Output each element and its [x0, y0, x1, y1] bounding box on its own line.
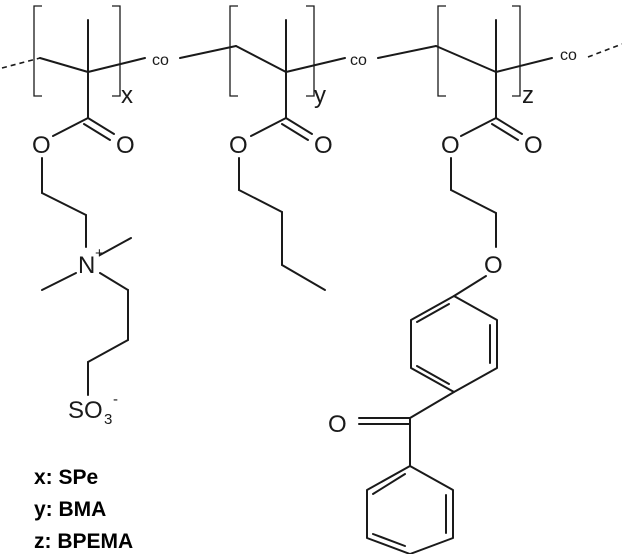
- carbonyl-oxygen-x: O: [116, 132, 135, 159]
- subscript-x: x: [121, 82, 133, 109]
- sulfonate-charge: -: [113, 391, 118, 408]
- sulfonate-s: SO: [68, 397, 103, 424]
- ester-oxygen-y: O: [229, 132, 248, 159]
- legend-item-x: x: SPe: [34, 466, 98, 489]
- unit-x-ester: [52, 117, 115, 141]
- legend-item-z: z: BPEMA: [34, 530, 133, 553]
- legend-item-y: y: BMA: [34, 498, 106, 521]
- ketone-group: [358, 391, 455, 467]
- ester-oxygen-z: O: [441, 132, 460, 159]
- unit-y-ester: [250, 117, 313, 141]
- unit-z-backbone: [435, 19, 553, 119]
- carbonyl-oxygen-z: O: [524, 132, 543, 159]
- unit-y-brackets: [229, 5, 315, 97]
- spe-side-chain: [41, 157, 132, 396]
- chain-end-right: [587, 43, 622, 58]
- co-label-3: co: [560, 47, 577, 64]
- subscript-z: z: [522, 82, 534, 109]
- co-label-2: co: [350, 52, 367, 69]
- subscript-y: y: [314, 82, 326, 109]
- ethoxy-linker: [450, 157, 497, 297]
- unit-y-backbone: [235, 19, 346, 119]
- sulfonate-group: SO: [68, 397, 103, 424]
- unit-x-brackets: [33, 5, 121, 97]
- unit-z-brackets: [437, 5, 521, 97]
- quaternary-nitrogen: N: [78, 252, 95, 279]
- chain-end-left: [1, 57, 41, 69]
- ether-oxygen: O: [484, 252, 503, 279]
- butyl-side-chain: [238, 157, 326, 291]
- nitrogen-charge: +: [95, 245, 104, 262]
- ketone-oxygen: O: [328, 411, 347, 438]
- benzene-ring-lower: [366, 465, 454, 554]
- unit-x-backbone: [39, 19, 146, 119]
- unit-z-ester: [460, 117, 523, 141]
- carbonyl-oxygen-y: O: [314, 132, 333, 159]
- ester-oxygen-x: O: [32, 132, 51, 159]
- sulfonate-subscript: 3: [104, 411, 112, 428]
- legend: x: SPe y: BMA z: BPEMA: [34, 466, 133, 553]
- co-label-1: co: [152, 52, 169, 69]
- benzene-ring-upper: [410, 295, 498, 393]
